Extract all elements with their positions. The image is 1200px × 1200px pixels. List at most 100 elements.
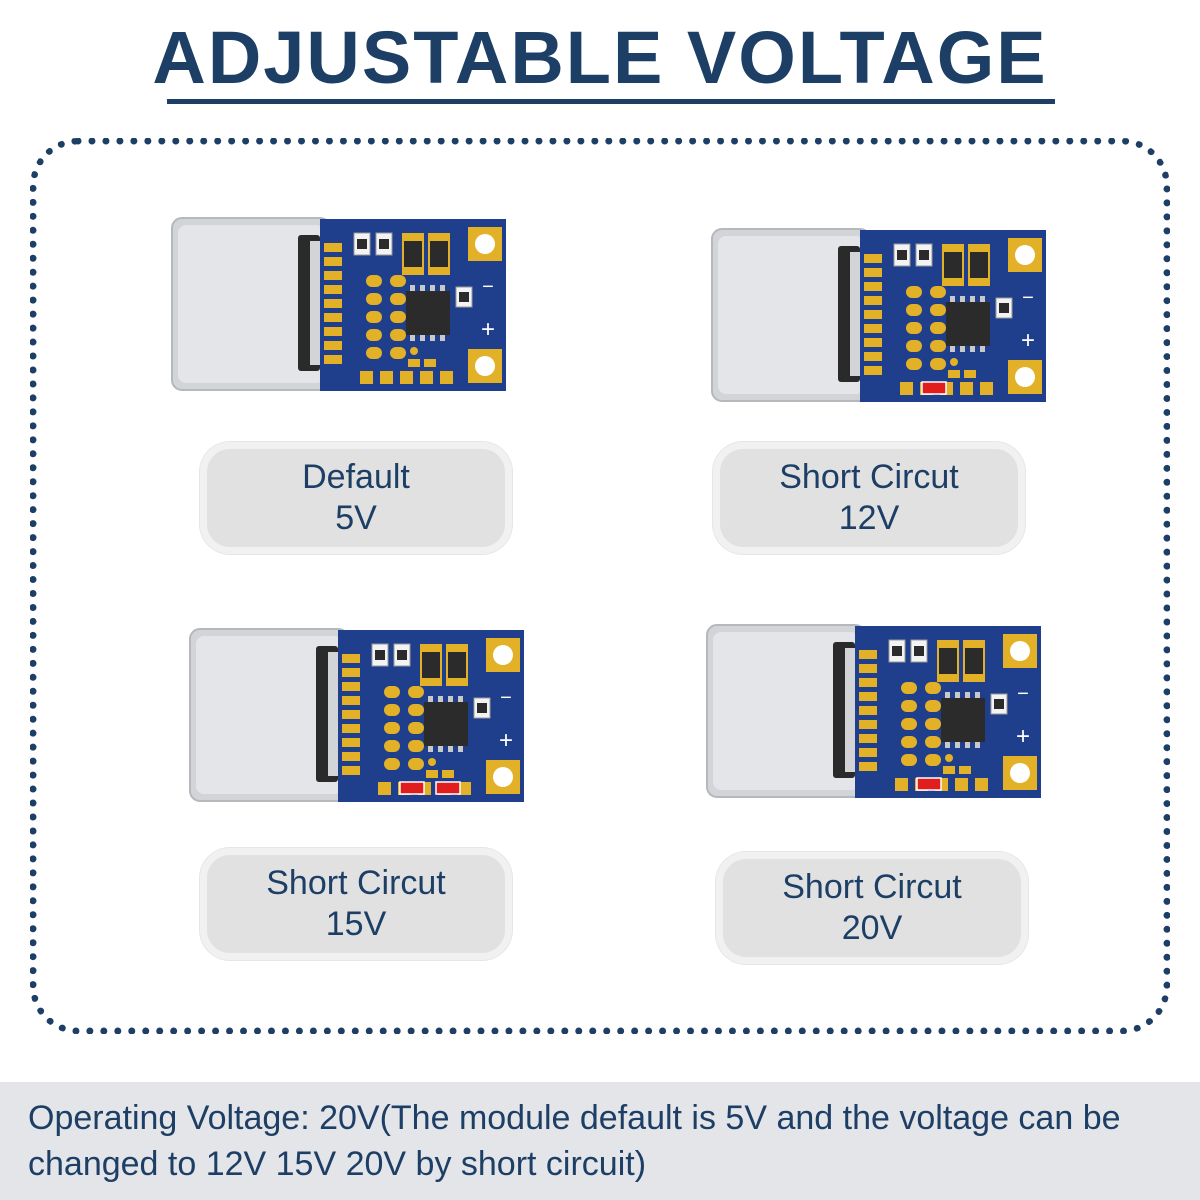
- edge-pad: [864, 268, 882, 277]
- via: [410, 347, 418, 355]
- select-pad: [360, 371, 373, 384]
- resistor-pad: [925, 718, 941, 730]
- edge-pad: [864, 310, 882, 319]
- ic-pin: [980, 346, 985, 352]
- resistor-pad: [901, 736, 917, 748]
- edge-pad: [864, 282, 882, 291]
- edge-pad: [859, 692, 877, 701]
- resistor-pad: [901, 718, 917, 730]
- edge-pad: [342, 668, 360, 677]
- ic-pin: [945, 742, 950, 748]
- edge-pad: [864, 338, 882, 347]
- diode: [422, 652, 440, 678]
- ic-pin: [428, 696, 433, 702]
- resistor-body: [459, 292, 469, 302]
- minus-marking: −: [1017, 683, 1029, 705]
- ic-pin: [980, 296, 985, 302]
- ic-chip: [946, 302, 990, 346]
- resistor-body: [397, 650, 407, 660]
- edge-pad: [342, 724, 360, 733]
- label-line-2: 20V: [841, 909, 903, 947]
- resistor-body: [892, 646, 902, 656]
- resistor-body: [999, 303, 1009, 313]
- mount-hole-top: [475, 234, 495, 254]
- ic-pin: [960, 346, 965, 352]
- cap-pad: [424, 359, 436, 367]
- mount-hole-top: [1015, 245, 1035, 265]
- resistor-pad: [384, 722, 400, 734]
- resistor-body: [357, 239, 367, 249]
- edge-pad: [864, 366, 882, 375]
- title-underline: [167, 99, 1055, 104]
- resistor-pad: [366, 275, 382, 287]
- cap-pad: [442, 770, 454, 778]
- ic-pin: [960, 296, 965, 302]
- ic-pin: [410, 285, 415, 291]
- resistor-pad: [901, 682, 917, 694]
- resistor-body: [919, 250, 929, 260]
- module-illustration: −+: [706, 624, 1041, 798]
- label-line-2: 15V: [325, 905, 387, 943]
- select-pad: [440, 371, 453, 384]
- ic-pin: [410, 335, 415, 341]
- cap-pad: [408, 359, 420, 367]
- footer-band: Operating Voltage: 20V(The module defaul…: [0, 1082, 1200, 1200]
- select-pad: [955, 778, 968, 791]
- edge-pad: [859, 748, 877, 757]
- resistor-pad: [366, 311, 382, 323]
- diode: [448, 652, 466, 678]
- ic-pin: [950, 346, 955, 352]
- select-pad: [380, 371, 393, 384]
- ic-pin: [965, 742, 970, 748]
- edge-pad: [324, 271, 342, 280]
- edge-pad: [859, 678, 877, 687]
- edge-pad: [342, 654, 360, 663]
- resistor-body: [897, 250, 907, 260]
- resistor-body: [994, 699, 1004, 709]
- edge-pad: [859, 664, 877, 673]
- resistor-pad: [930, 340, 946, 352]
- ic-pin: [970, 296, 975, 302]
- edge-pad: [324, 355, 342, 364]
- voltage-label-15v: Short Circut 15V: [200, 848, 512, 960]
- ic-pin: [955, 692, 960, 698]
- page-title: ADJUSTABLE VOLTAGE: [152, 16, 1048, 99]
- select-pad: [378, 782, 391, 795]
- edge-pad: [324, 285, 342, 294]
- resistor-pad: [384, 686, 400, 698]
- resistor-pad: [930, 358, 946, 370]
- edge-pad: [342, 696, 360, 705]
- resistor-pad: [366, 329, 382, 341]
- module-illustration: −+: [711, 228, 1046, 402]
- edge-pad: [324, 341, 342, 350]
- resistor-pad: [408, 704, 424, 716]
- cap-pad: [426, 770, 438, 778]
- resistor-pad: [925, 754, 941, 766]
- diode: [965, 648, 983, 674]
- resistor-pad: [366, 293, 382, 305]
- cap-pad: [959, 766, 971, 774]
- cap-pad: [943, 766, 955, 774]
- edge-pad: [342, 752, 360, 761]
- cap-pad: [948, 370, 960, 378]
- edge-pad: [859, 762, 877, 771]
- edge-pad: [859, 734, 877, 743]
- via: [950, 358, 958, 366]
- voltage-label-12v: Short Circut 12V: [713, 442, 1025, 554]
- edge-pad: [859, 706, 877, 715]
- ic-pin: [975, 692, 980, 698]
- plus-marking: +: [1021, 327, 1035, 354]
- voltage-label-20v: Short Circut 20V: [716, 852, 1028, 964]
- shorted-pad: [435, 781, 461, 795]
- resistor-pad: [390, 329, 406, 341]
- ic-pin: [438, 746, 443, 752]
- diode: [404, 241, 422, 267]
- resistor-pad: [901, 754, 917, 766]
- resistor-pad: [384, 740, 400, 752]
- operating-voltage-note: Operating Voltage: 20V(The module defaul…: [28, 1099, 1121, 1183]
- ic-pin: [965, 692, 970, 698]
- edge-pad: [342, 738, 360, 747]
- resistor-pad: [925, 736, 941, 748]
- connector-highlight: [718, 236, 864, 394]
- resistor-pad: [384, 704, 400, 716]
